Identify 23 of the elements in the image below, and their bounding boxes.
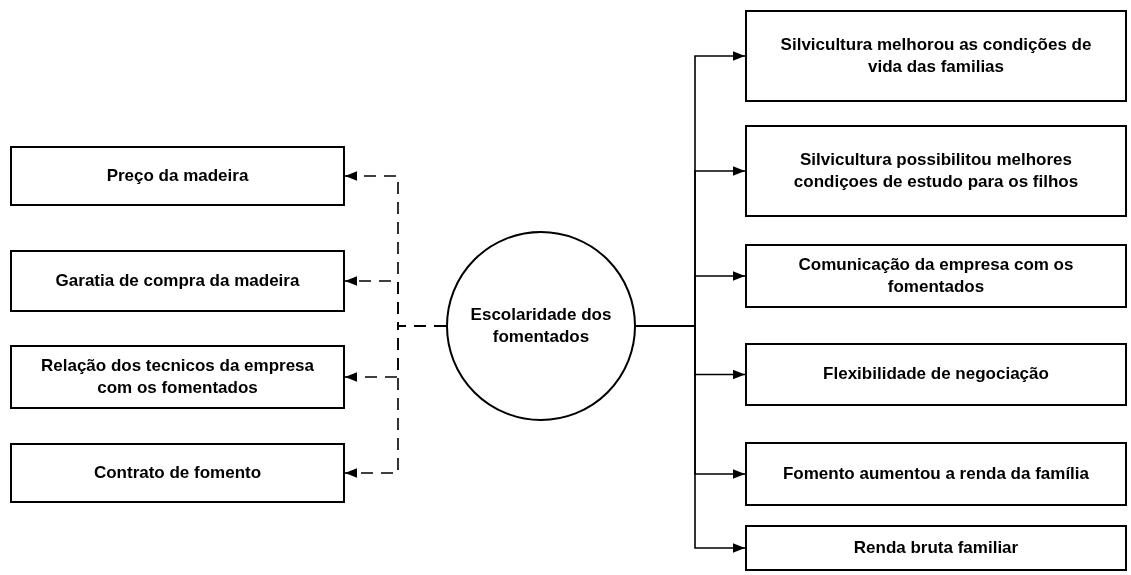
factor-box xyxy=(745,442,1127,506)
factor-box xyxy=(745,525,1127,571)
factor-box xyxy=(10,443,345,503)
factor-box xyxy=(745,244,1127,308)
node-label: Relação dos tecnicos da empresa com os fomentados xyxy=(39,354,316,399)
node-label: Fomento aumentou a renda da família xyxy=(782,462,1090,485)
factor-box xyxy=(10,146,345,206)
node-label: Flexibilidade de negociação xyxy=(823,363,1049,386)
node-label: Silvicultura melhorou as condições de vida das familias xyxy=(779,33,1093,78)
factor-box xyxy=(10,345,345,409)
factor-box xyxy=(745,343,1127,406)
node-label: Comunicação da empresa com os fomentados xyxy=(797,253,1075,298)
arrow xyxy=(635,325,746,553)
arrow xyxy=(344,325,447,478)
node-label: Escolaridade dos fomentados xyxy=(469,303,613,348)
node-label: Preço da madeira xyxy=(106,164,249,187)
node-label: Contrato de fomento xyxy=(93,461,262,484)
factor-box xyxy=(10,250,345,312)
node-label: Silvicultura possibilitou melhores condiçoes de estudo para os filhos xyxy=(792,148,1080,193)
factor-box xyxy=(745,10,1127,102)
node-label: Renda bruta familiar xyxy=(853,536,1019,559)
factor-box xyxy=(745,125,1127,217)
node-label: Garatia de compra da madeira xyxy=(55,269,300,292)
